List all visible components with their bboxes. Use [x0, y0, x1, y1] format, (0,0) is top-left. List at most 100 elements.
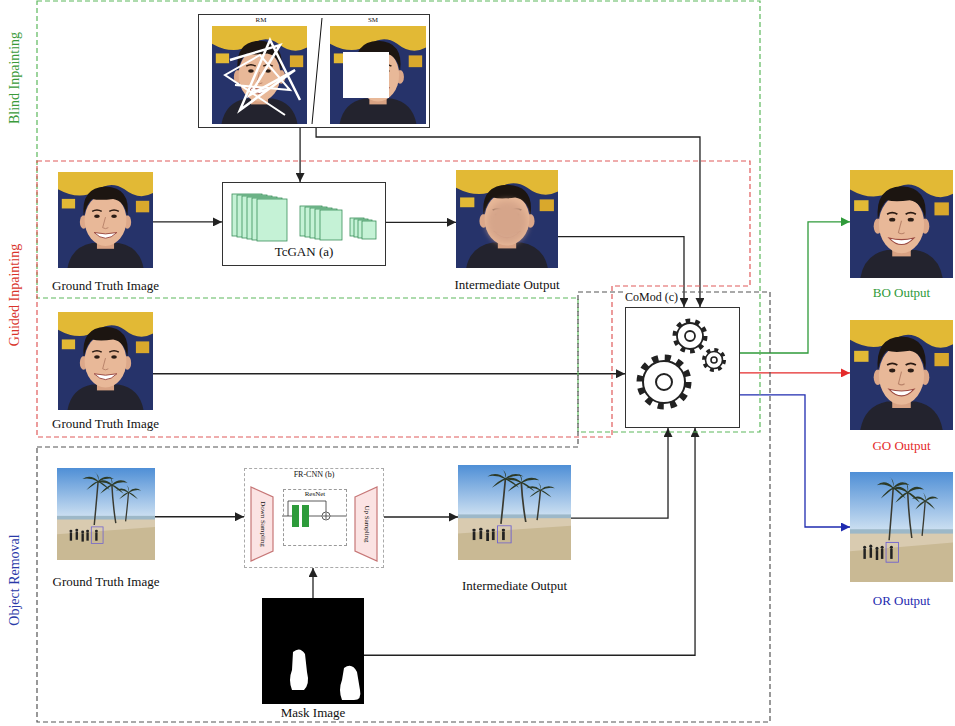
tcgan-layers — [320, 210, 342, 240]
connector-arrow — [740, 222, 850, 353]
box-label: SM — [368, 17, 378, 25]
gear-icon — [711, 357, 717, 363]
resnet-blocks — [322, 512, 330, 520]
beach-photos — [69, 527, 103, 544]
gear-icon — [640, 358, 688, 406]
image-panel: Ground Truth Image — [58, 172, 153, 268]
image-caption: BO Output — [873, 286, 930, 300]
gear-icon — [675, 321, 705, 351]
box-label: Up Sampling — [362, 505, 370, 542]
mask-image — [340, 666, 360, 700]
box-label: FR-CNN (b) — [294, 471, 335, 480]
tcgan-layers — [362, 221, 376, 239]
gear-icon — [656, 374, 672, 390]
resnet-blocks — [323, 513, 329, 519]
box-label: TcGAN (a) — [275, 245, 334, 259]
image-caption: GO Output — [872, 439, 930, 453]
image-caption: Ground Truth Image — [53, 575, 160, 589]
beach-photos — [472, 526, 511, 543]
tcgan-layers — [257, 199, 287, 241]
connector-arrow — [740, 372, 850, 373]
image-panel: Intermediate Output — [456, 170, 558, 268]
module-box: CoMod (c) — [625, 307, 740, 428]
box-label: ResNet — [305, 491, 326, 499]
mask-examples — [343, 52, 389, 98]
region-outline — [37, 1, 760, 432]
face-photos — [850, 320, 953, 430]
gear-icon — [643, 361, 685, 403]
image-caption: Intermediate Output — [462, 579, 567, 593]
connector-arrow — [740, 395, 850, 527]
mask-examples — [225, 55, 290, 115]
mask-image — [262, 598, 364, 704]
image-panel: Intermediate Output — [458, 465, 571, 560]
beach-photos — [57, 465, 953, 582]
beach-photos — [57, 468, 155, 560]
mask-panel: RM SM — [198, 14, 430, 128]
trapezoid-outline — [355, 487, 377, 561]
region-label: Blind Inpainting — [7, 32, 22, 124]
mask-examples — [312, 18, 322, 124]
connector-arrow — [386, 222, 456, 223]
region-label: Object Removal — [7, 534, 22, 625]
resnet-blocks — [302, 505, 309, 527]
face-photos — [850, 170, 953, 278]
beach-photos — [57, 468, 155, 560]
image-panel: GO Output — [850, 320, 953, 430]
trapezoid-block: Up Sampling — [355, 487, 377, 561]
resnet-blocks — [282, 501, 346, 527]
face-photos — [456, 170, 558, 268]
image-caption: Mask Image — [281, 706, 346, 720]
resnet-blocks — [288, 501, 326, 516]
beach-photos — [863, 542, 898, 562]
connector-arrow — [364, 428, 695, 655]
beach-photos — [850, 472, 953, 582]
image-caption: Intermediate Output — [454, 278, 559, 292]
image-panel: OR Output — [850, 472, 953, 582]
connector-arrow — [153, 221, 222, 222]
image-caption: Ground Truth Image — [52, 279, 159, 293]
resnet-blocks — [330, 516, 346, 517]
gear-icon — [704, 350, 724, 370]
beach-photos — [850, 472, 953, 582]
image-panel: Ground Truth Image — [57, 468, 155, 560]
image-panel: Ground Truth Image — [58, 312, 153, 410]
beach-photos — [458, 465, 571, 560]
trapezoid-block: Down Sampling — [251, 487, 273, 561]
gear-icon — [685, 331, 695, 341]
tcgan-layers — [232, 194, 376, 241]
mask-examples — [330, 26, 426, 124]
image-panel: BO Output — [850, 170, 953, 278]
mask-examples — [212, 18, 426, 124]
region-outline — [37, 161, 750, 437]
dashed-box: ResNet — [283, 489, 347, 546]
connector-arrow — [155, 516, 244, 517]
box-label: CoMod (c) — [623, 291, 680, 304]
box-label: RM — [256, 17, 267, 25]
mask-examples — [230, 40, 300, 110]
region-outline — [37, 292, 770, 722]
image-caption: OR Output — [873, 594, 930, 608]
gear-icon — [706, 352, 723, 369]
connectors — [153, 128, 850, 655]
connector-arrow — [558, 237, 684, 307]
connector-arrow — [312, 568, 313, 598]
network-box: FR-CNN (b) Down Sampling ResNet Up Sampling — [244, 468, 384, 568]
connector-arrow — [299, 128, 300, 182]
connector-arrow — [316, 128, 700, 307]
region-outline — [0, 0, 762, 436]
gear-icon — [677, 323, 703, 349]
connector-arrow — [571, 428, 668, 518]
face-photos — [58, 172, 153, 268]
face-photos — [58, 312, 153, 410]
trapezoid-outline — [251, 487, 273, 561]
region-band: Blind Inpainting RM SM — [0, 0, 762, 436]
resnet-blocks — [292, 505, 299, 527]
mask-image — [262, 598, 364, 704]
connector-arrow — [153, 373, 625, 374]
mask-image — [290, 649, 308, 690]
connector-arrow — [384, 516, 458, 517]
